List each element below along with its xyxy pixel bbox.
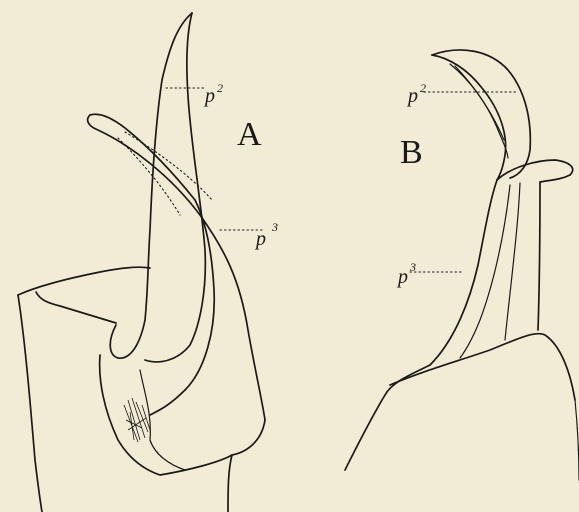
figure-b-shaft-cap (497, 160, 573, 182)
figure-b-claw-groove-2 (455, 66, 504, 140)
figure-b-claw-outer (432, 50, 530, 178)
figure-b-label: B (400, 134, 423, 171)
figure-a-label: A (237, 116, 262, 153)
figure-a-claw-inner (145, 13, 205, 362)
figure-a-hatching (124, 398, 150, 442)
figure-a-claw-outer (110, 13, 192, 358)
figure-b-shaft-inner (460, 185, 510, 358)
figure-b-p2-letter: p (406, 85, 418, 107)
figure-a-p3-index: 3 (271, 220, 278, 234)
figure-b-p3-letter: p (396, 266, 408, 288)
figure-a-base-top (18, 267, 150, 295)
figure-a-p3-letter: p (254, 228, 266, 250)
figure-b-base-right (575, 400, 579, 480)
figure-a-lower-left (100, 355, 232, 475)
figure-b-p2-index: 2 (420, 81, 426, 95)
figure-b-p3-index: 3 (409, 260, 416, 274)
figure-b-claw-inner (432, 55, 506, 180)
figure-b-shaft-left (430, 180, 497, 365)
figure-b-claw-groove (450, 64, 508, 158)
figure-a-p2-letter: p (203, 85, 215, 107)
figure-b-base-top (390, 334, 575, 400)
figure-a-p3-outer (88, 115, 265, 420)
figure-a-lower-right (228, 420, 265, 512)
figure-b-base-left (345, 365, 430, 470)
figure-b-drawing (345, 50, 579, 480)
figure-a-shoulder (36, 292, 116, 323)
figure-b-shaft-right (538, 182, 540, 330)
figure-a-base-outline (18, 295, 42, 512)
figure-a-p3-label: p3 (254, 220, 278, 250)
figure-a-drawing (18, 13, 265, 512)
figure-a-p2-index: 2 (217, 81, 223, 95)
figure-a-p3-inner (150, 200, 214, 415)
